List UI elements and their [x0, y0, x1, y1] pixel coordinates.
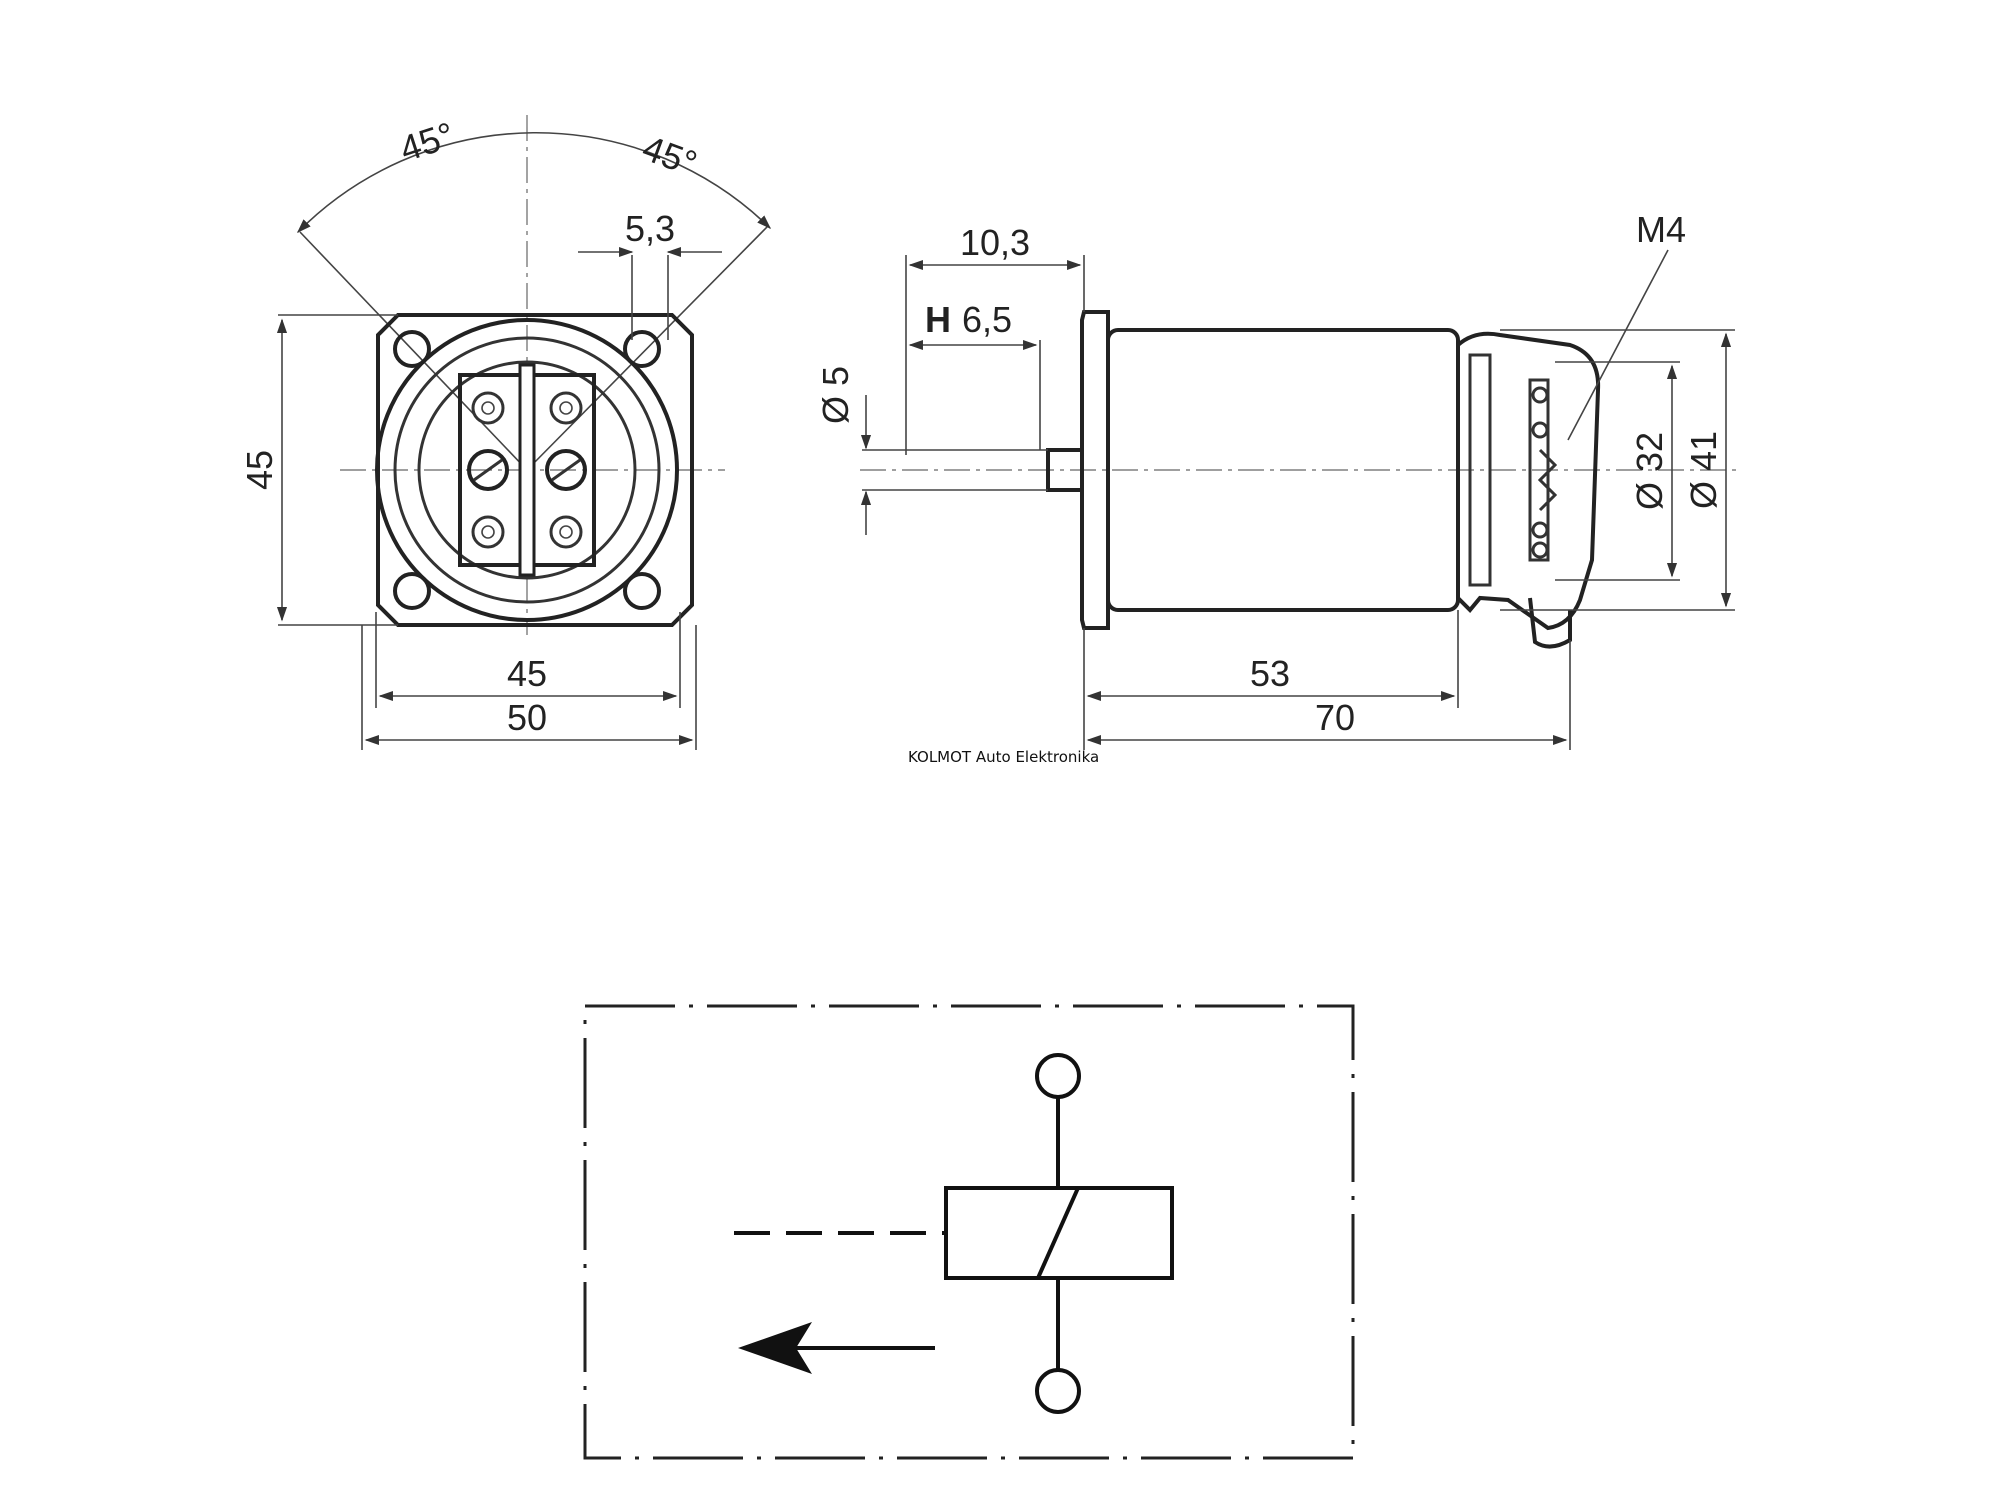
plunger: [1046, 448, 1084, 492]
terminal-bottom: [1035, 1368, 1081, 1414]
terminal-screws: [467, 391, 587, 549]
angle-line-left: [299, 231, 528, 471]
angle-right-label: 45°: [637, 127, 702, 184]
terminal-divider: [518, 363, 536, 577]
plunger-diameter-label: Ø 5: [815, 366, 856, 424]
thread-label: M4: [1636, 209, 1686, 250]
angle-left-label: 45°: [395, 114, 459, 170]
body-length-label: 53: [1250, 653, 1290, 694]
mounting-flange: [376, 313, 694, 627]
terminal-top: [1035, 1053, 1081, 1099]
height-label: 45: [239, 450, 280, 490]
side-view: 10,3 H 6,5 Ø 5 M4 Ø 32 Ø 41 53 70: [815, 209, 1740, 750]
inner-housing-ring: [393, 336, 661, 604]
direction-arrow-icon: [738, 1322, 812, 1374]
rear-terminals: [1528, 378, 1558, 562]
angle-line-right: [526, 225, 769, 471]
total-length-label: 70: [1315, 697, 1355, 738]
angle-arc: [296, 131, 772, 234]
outer-housing-ring: [375, 318, 679, 622]
solenoid-schematic-symbol: [583, 1004, 1355, 1460]
coil-slash: [1036, 1187, 1080, 1279]
width-label: 50: [507, 697, 547, 738]
stroke-length-label: 10,3: [960, 222, 1030, 263]
mounting-hole-bottom-right: [623, 572, 661, 610]
hole-pitch-label: 45: [507, 653, 547, 694]
mounting-hole-top-left: [393, 330, 431, 368]
travel-prefix-label: H: [925, 299, 951, 340]
thread-leader-line: [1567, 249, 1669, 441]
hole-spacing-label: 5,3: [625, 208, 675, 249]
front-view: 45° 45° 5,3 45: [239, 114, 772, 750]
mounting-hole-top-right: [623, 330, 661, 368]
credit-text: KOLMOT Auto Elektronika: [908, 748, 1099, 766]
rear-cap-collar: [1468, 353, 1492, 587]
outer-diameter-label: Ø 41: [1683, 431, 1724, 509]
terminal-ring: [417, 360, 637, 580]
symbol-frame: [583, 1004, 1355, 1460]
inner-diameter-label: Ø 32: [1629, 432, 1670, 510]
travel-value-label: 6,5: [962, 299, 1012, 340]
mounting-hole-bottom-left: [393, 572, 431, 610]
